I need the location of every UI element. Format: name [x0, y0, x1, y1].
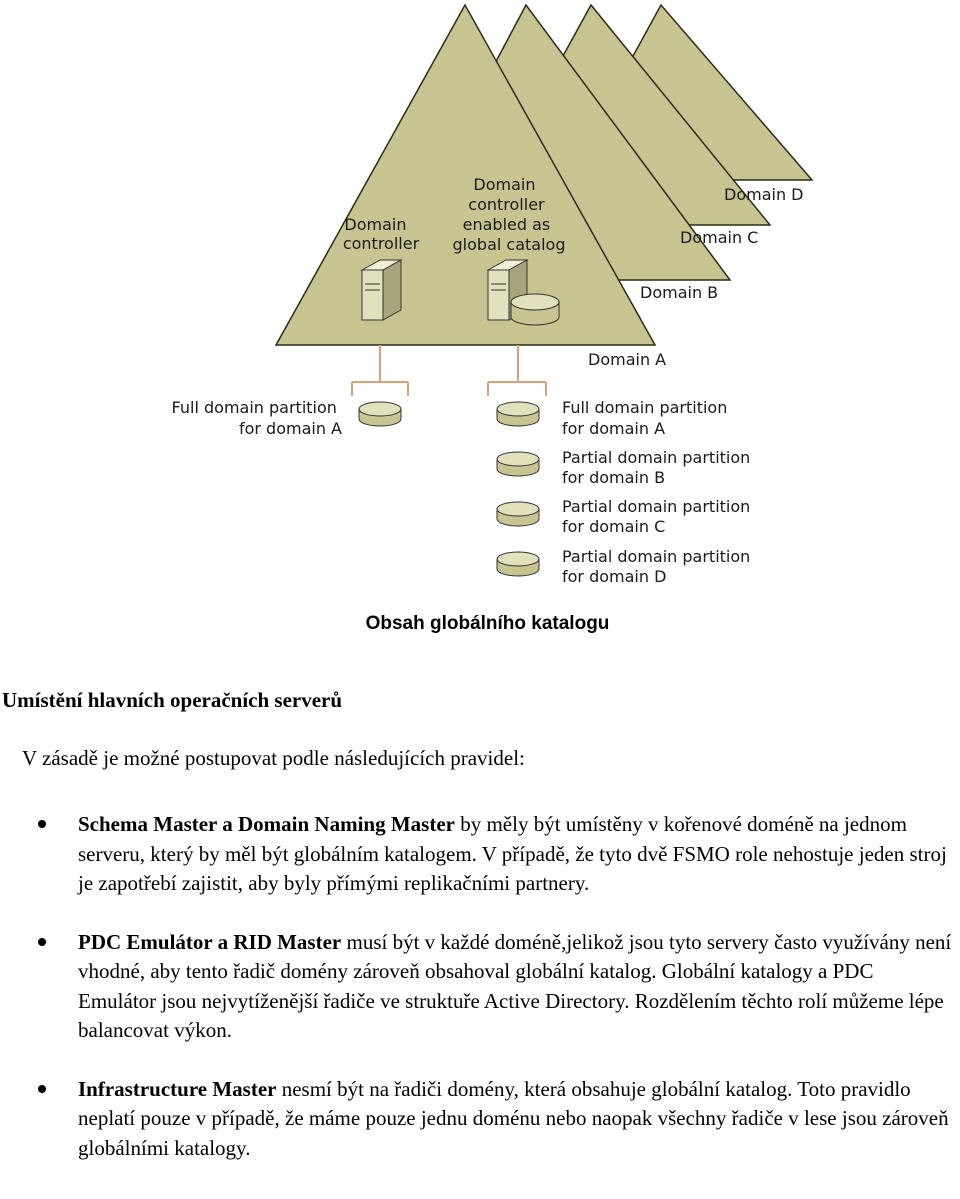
bullet-icon: [38, 1084, 46, 1093]
rule-text: nesmí být na řadiči domény, která obsahu…: [78, 1076, 949, 1160]
global-catalog-controller-label: Domain controller enabled as global cata…: [453, 175, 566, 254]
global-catalog-database-icon: [510, 293, 560, 326]
domain-c-label: Domain C: [680, 228, 758, 247]
domain-d-label: Domain D: [724, 185, 804, 204]
left-partition-label: Full domain partition for domain A: [172, 398, 343, 438]
list-item: PDC Emulátor a RID Master musí být v kaž…: [0, 928, 955, 1046]
global-catalog-diagram: Domain D Domain C Domain B Domain A Doma…: [172, 3, 814, 586]
figure-caption: Obsah globálního katalogu: [365, 613, 610, 634]
rule-text: by měly být umístěny v kořenové doméně n…: [78, 812, 947, 895]
bullet-icon: [38, 820, 46, 828]
rules-list: Schema Master a Domain Naming Master by …: [0, 810, 955, 1163]
partition-disk-icon: [496, 401, 540, 427]
partition-disk-icon: [496, 551, 540, 577]
partition-disk-icon: [496, 501, 540, 527]
partition-disk-icon: [496, 451, 540, 477]
domain-a-label: Domain A: [588, 350, 666, 369]
server-icon: [360, 259, 403, 321]
partition-disk-icon: [358, 401, 402, 427]
partition-connector: [351, 345, 547, 396]
rule-bold-text: PDC Emulátor a RID Master: [78, 929, 342, 954]
domain-controller-label: Domain controller: [343, 215, 420, 253]
list-item: Infrastructure Master nesmí být na řadič…: [0, 1075, 955, 1164]
domain-b-label: Domain B: [640, 283, 718, 302]
rule-text: musí být v každé doméně,jelikož jsou tyt…: [78, 929, 952, 1043]
section-heading: Umístění hlavních operačních serverů: [2, 688, 343, 712]
bullet-icon: [38, 937, 46, 946]
rule-bold-text: Infrastructure Master: [78, 1076, 277, 1101]
partition-label-d: Partial domain partition for domain D: [562, 547, 755, 586]
list-item: Schema Master a Domain Naming Master by …: [0, 810, 955, 899]
partition-label-c: Partial domain partition for domain C: [562, 497, 755, 536]
intro-paragraph: V zásadě je možné postupovat podle násle…: [22, 746, 525, 770]
partition-label-a: Full domain partition for domain A: [562, 398, 732, 438]
partition-label-b: Partial domain partition for domain B: [562, 448, 755, 487]
rule-bold-text: Schema Master a Domain Naming Master: [78, 812, 455, 836]
domain-a-triangle: [274, 3, 657, 346]
